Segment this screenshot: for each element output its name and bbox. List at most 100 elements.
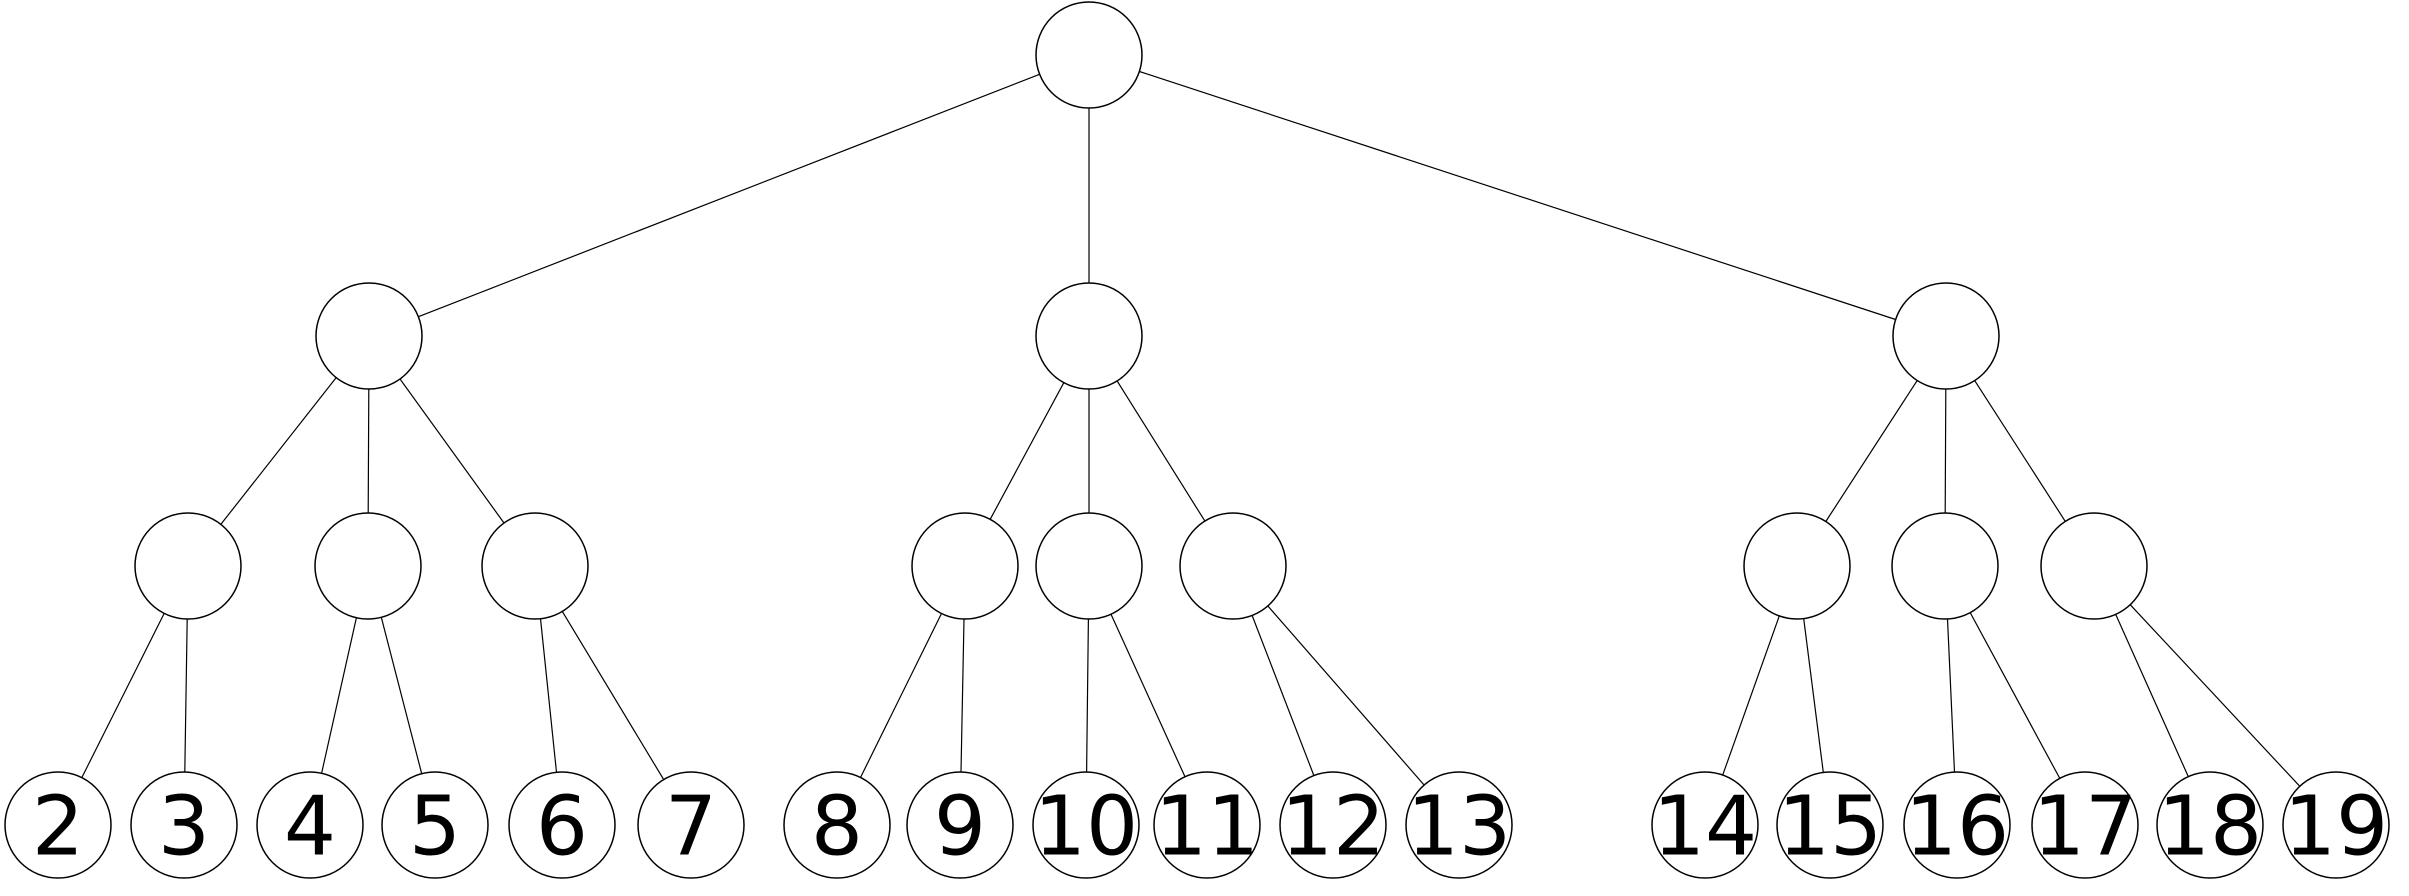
leaf-node-6: 6 <box>508 771 616 879</box>
node-circle <box>481 512 589 620</box>
node-circle <box>1035 512 1143 620</box>
node-label: 14 <box>1653 780 1757 875</box>
tree-edge-A2-L4 <box>321 617 357 774</box>
node-circle <box>1903 771 2011 879</box>
tree-edge-C-C1 <box>1825 380 1918 522</box>
leaf-node-8: 8 <box>783 771 891 879</box>
node-circle <box>381 771 489 879</box>
node-circle <box>1776 771 1884 879</box>
node-label: 7 <box>665 780 717 875</box>
node-label: 4 <box>284 780 336 875</box>
internal-node-C3 <box>2040 512 2148 620</box>
internal-node-B3 <box>1179 512 1287 620</box>
internal-node-C1 <box>1743 512 1851 620</box>
tree-edge-A-A2 <box>367 388 370 514</box>
node-circle <box>2282 771 2390 879</box>
leaf-node-14: 14 <box>1651 771 1759 879</box>
node-circle <box>1892 282 2000 390</box>
tree-edge-B2-L11 <box>1110 613 1186 778</box>
node-circle <box>637 771 745 879</box>
tree-edge-A3-L6 <box>539 618 558 773</box>
node-circle <box>1153 771 1261 879</box>
node-label: 17 <box>2033 780 2137 875</box>
tree-edge-C1-L14 <box>1722 615 1780 776</box>
node-circle <box>911 512 1019 620</box>
tree-edge-C3-L18 <box>2115 614 2189 777</box>
node-label: 18 <box>2158 780 2262 875</box>
node-label: 9 <box>934 780 986 875</box>
leaf-node-11: 11 <box>1153 771 1261 879</box>
leaf-node-13: 13 <box>1405 771 1513 879</box>
tree-edge-B3-L13 <box>1267 605 1425 786</box>
node-circle <box>2031 771 2139 879</box>
node-circle <box>315 282 423 390</box>
tree-edges <box>81 70 2301 787</box>
leaf-node-4: 4 <box>256 771 364 879</box>
node-label: 5 <box>409 780 461 875</box>
node-circle <box>906 771 1014 879</box>
tree-edge-B1-L9 <box>960 618 965 773</box>
node-circle <box>130 771 238 879</box>
tree-edge-A-A3 <box>399 378 505 524</box>
node-circle <box>1651 771 1759 879</box>
tree-edge-B-B1 <box>989 382 1065 520</box>
node-circle <box>1035 1 1143 109</box>
node-label: 12 <box>1281 780 1385 875</box>
tree-edge-A1-L3 <box>184 618 188 773</box>
node-circle <box>508 771 616 879</box>
node-circle <box>1179 512 1287 620</box>
node-label: 16 <box>1905 780 2009 875</box>
node-circle <box>783 771 891 879</box>
tree-edge-C2-L16 <box>1946 618 1956 773</box>
internal-node-A3 <box>481 512 589 620</box>
node-circle <box>1279 771 1387 879</box>
tree-edge-C-C2 <box>1944 388 1947 514</box>
internal-node-A1 <box>134 512 242 620</box>
tree-edge-A1-L2 <box>81 613 165 778</box>
tree-edge-root-C <box>1139 70 1896 321</box>
internal-node-C2 <box>1891 512 1999 620</box>
tree-edge-A3-L7 <box>561 611 665 780</box>
node-circle <box>1035 282 1143 390</box>
internal-node-root <box>1035 1 1143 109</box>
node-circle <box>2156 771 2264 879</box>
node-label: 13 <box>1407 780 1511 875</box>
leaf-node-15: 15 <box>1776 771 1884 879</box>
leaf-node-10: 10 <box>1032 771 1140 879</box>
node-circle <box>1743 512 1851 620</box>
tree-edge-B2-L10 <box>1086 618 1089 773</box>
tree-edge-A-A1 <box>220 377 337 525</box>
leaf-node-9: 9 <box>906 771 1014 879</box>
tree-edge-B3-L12 <box>1251 615 1315 776</box>
tree-edge-C3-L19 <box>2129 604 2301 787</box>
node-circle <box>4 771 112 879</box>
node-label: 15 <box>1778 780 1882 875</box>
node-label: 10 <box>1034 780 1138 875</box>
internal-node-B1 <box>911 512 1019 620</box>
node-circle <box>1405 771 1513 879</box>
tree-edge-root-A <box>418 73 1040 318</box>
internal-node-C <box>1892 282 2000 390</box>
tree-edge-C-C3 <box>1974 380 2066 522</box>
node-label: 3 <box>158 780 210 875</box>
tree-edge-B1-L8 <box>859 613 943 778</box>
leaf-node-3: 3 <box>130 771 238 879</box>
leaf-node-7: 7 <box>637 771 745 879</box>
node-circle <box>314 512 422 620</box>
internal-node-B2 <box>1035 512 1143 620</box>
leaf-node-17: 17 <box>2031 771 2139 879</box>
leaf-node-19: 19 <box>2282 771 2390 879</box>
leaf-node-12: 12 <box>1279 771 1387 879</box>
internal-node-B <box>1035 282 1143 390</box>
tree-edge-A2-L5 <box>380 617 423 774</box>
leaf-node-2: 2 <box>4 771 112 879</box>
node-label: 8 <box>811 780 863 875</box>
leaf-node-18: 18 <box>2156 771 2264 879</box>
node-circle <box>1032 771 1140 879</box>
internal-node-A2 <box>314 512 422 620</box>
leaf-node-16: 16 <box>1903 771 2011 879</box>
node-circle <box>1891 512 1999 620</box>
internal-node-A <box>315 282 423 390</box>
